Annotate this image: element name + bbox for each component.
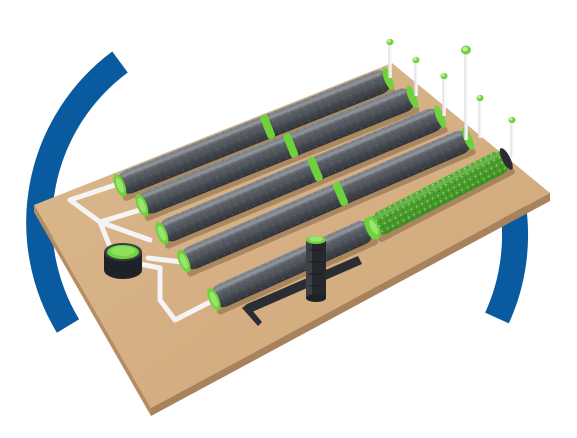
- distribution-manifold: [67, 182, 213, 323]
- vent-riser-4: [461, 45, 471, 140]
- ground-frame: [242, 256, 362, 326]
- wrapped-drain-pipe-5: [207, 217, 379, 315]
- distribution-box: [104, 243, 142, 279]
- gravel-drain-pipe: [366, 148, 515, 243]
- drain-pipes: [113, 67, 515, 315]
- inspection-riser: [306, 236, 326, 302]
- wrapped-drain-pipe-4: [177, 127, 476, 277]
- wrapped-drain-pipe-2: [135, 85, 420, 221]
- vent-riser-5: [476, 94, 484, 138]
- vent-riser-3: [440, 72, 448, 116]
- vent-riser-1: [386, 38, 394, 78]
- wrapped-drain-pipe-3: [155, 105, 448, 249]
- vent-riser-6: [508, 116, 516, 158]
- blue-ring-left-arc: [26, 51, 128, 333]
- vent-riser-2: [412, 56, 420, 96]
- vent-risers: [386, 38, 516, 158]
